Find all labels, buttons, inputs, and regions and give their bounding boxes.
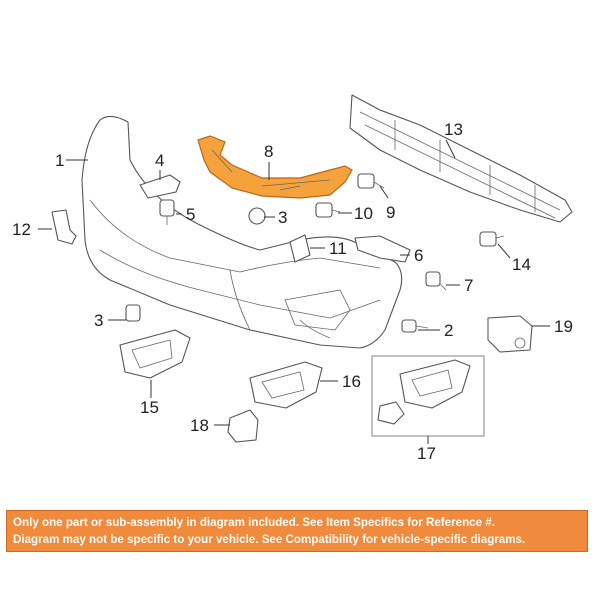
fastener-9 <box>357 173 385 189</box>
fastener-5 <box>159 199 175 225</box>
callout-10: 10 <box>354 204 373 223</box>
callout-15: 15 <box>140 398 159 417</box>
callout-12: 12 <box>12 220 31 239</box>
leader-lines <box>38 139 550 444</box>
fastener-3-top <box>248 207 266 225</box>
fastener-7 <box>425 271 447 291</box>
callout-4: 4 <box>155 151 164 170</box>
callout-1: 1 <box>55 151 64 170</box>
fastener-3-bottom <box>125 304 141 322</box>
callout-5: 5 <box>186 205 195 224</box>
callout-14: 14 <box>512 255 531 274</box>
bezel-16-part <box>249 361 323 409</box>
highlighted-part-8 <box>197 135 353 199</box>
callout-17: 17 <box>417 444 436 463</box>
callout-3-top: 3 <box>278 208 287 227</box>
highlighted-part-fill <box>197 135 353 199</box>
callout-16: 16 <box>342 372 361 391</box>
callout-9: 9 <box>386 203 395 222</box>
assembly-17-box <box>371 355 485 437</box>
callout-7: 7 <box>464 276 473 295</box>
fastener-10 <box>315 202 341 218</box>
bracket-6-part <box>354 235 411 263</box>
fog-cover-18-part <box>227 409 259 443</box>
callout-19: 19 <box>554 317 573 336</box>
sensor-19-part <box>487 315 533 353</box>
disclaimer-line-2: Diagram may not be specific to your vehi… <box>13 533 526 546</box>
callout-2: 2 <box>444 321 453 340</box>
callout-11: 11 <box>329 239 347 258</box>
fastener-14 <box>479 231 505 247</box>
disclaimer-line-1: Only one part or sub-assembly in diagram… <box>13 516 495 529</box>
side-bracket-part <box>51 209 77 245</box>
reinforcement-bar-part <box>349 94 573 223</box>
fastener-2 <box>401 319 429 333</box>
callout-8: 8 <box>264 142 273 161</box>
bracket-4-part <box>139 174 181 199</box>
bezel-15-part <box>119 329 191 379</box>
callout-3-bottom: 3 <box>94 311 103 330</box>
callout-13: 13 <box>444 120 463 139</box>
plate-11-part <box>289 234 311 263</box>
callout-18: 18 <box>190 416 209 435</box>
disclaimer-banner: Only one part or sub-assembly in diagram… <box>6 510 588 552</box>
callout-6: 6 <box>414 246 423 265</box>
